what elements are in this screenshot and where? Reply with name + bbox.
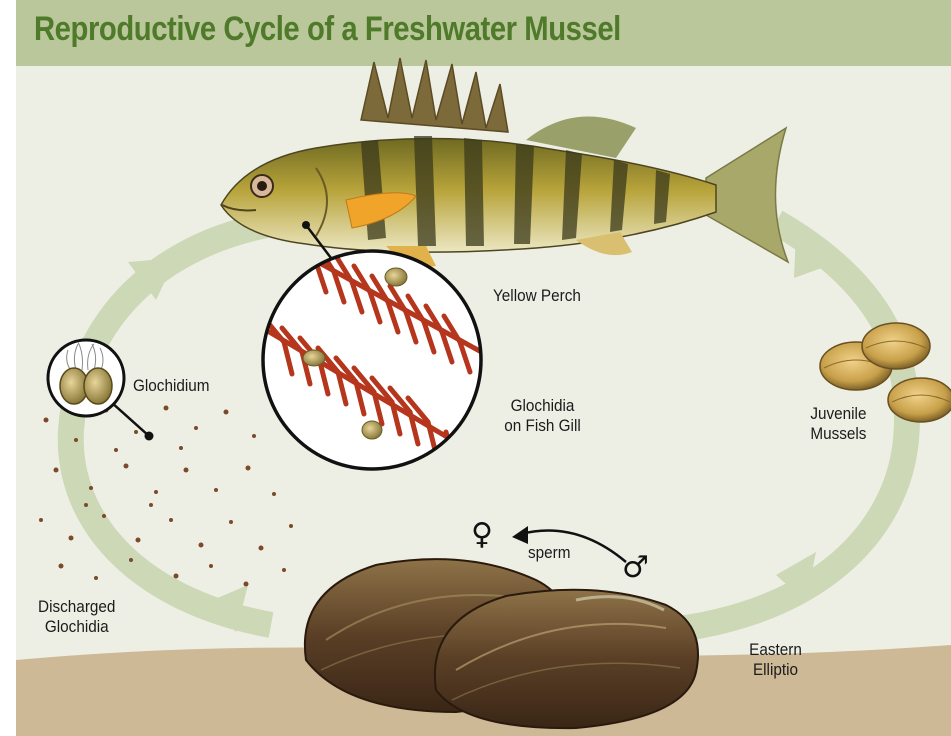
label-juvenile-mussels: Juvenile Mussels [806, 404, 871, 444]
label-glochidia-on-gill-line1: Glochidia [502, 396, 583, 416]
label-discharged-line2: Glochidia [34, 617, 120, 637]
diagram-frame: Reproductive Cycle of a Freshwater Musse… [16, 0, 951, 736]
label-sperm: sperm [528, 543, 571, 563]
label-eastern-elliptio: Eastern Elliptio [744, 640, 807, 680]
juvenile-mussel [862, 323, 930, 369]
glochidium-magnifier [48, 340, 124, 416]
gill-magnifier [263, 236, 496, 469]
glochidium-on-gill [362, 421, 382, 439]
label-glochidium: Glochidium [133, 376, 210, 396]
label-yellow-perch: Yellow Perch [493, 286, 581, 306]
sperm-arrowhead [512, 526, 528, 544]
label-eastern-line2: Elliptio [744, 660, 807, 680]
glochidium-pointer-line [111, 402, 149, 436]
glochidium-on-gill [303, 350, 325, 366]
label-discharged-glochidia: Discharged Glochidia [34, 597, 120, 637]
glochidium-on-gill [385, 268, 407, 286]
label-juvenile-line2: Mussels [806, 424, 871, 444]
label-eastern-line1: Eastern [744, 640, 807, 660]
label-glochidia-on-gill-line2: on Fish Gill [502, 416, 583, 436]
male-symbol: ♂ [622, 553, 649, 583]
label-glochidia-on-gill: Glochidia on Fish Gill [502, 396, 583, 436]
yellow-perch-fish [221, 58, 788, 267]
cycle-illustration [16, 0, 951, 736]
label-discharged-line1: Discharged [34, 597, 120, 617]
label-juvenile-line1: Juvenile [806, 404, 871, 424]
female-symbol: ♀ [471, 520, 493, 550]
